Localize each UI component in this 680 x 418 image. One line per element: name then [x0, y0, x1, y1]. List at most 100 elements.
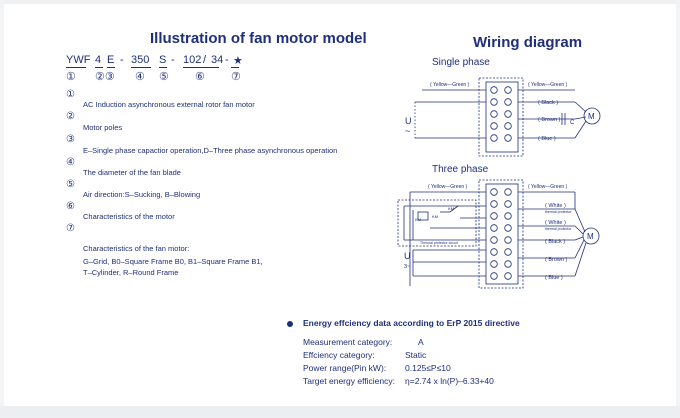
item-description-line: G–Grid, B0–Square Frame B0, B1–Square Fr…	[83, 257, 263, 266]
km-label: KM	[415, 217, 421, 222]
terminal-screw	[504, 272, 512, 280]
code-number: ②③	[95, 71, 115, 83]
terminal-screw	[504, 188, 512, 196]
single-ac-tilde: ~	[405, 126, 410, 136]
single-brown-wire-label: ( Brown )	[538, 117, 560, 123]
three-white-wire-note: thermal protector	[545, 227, 572, 231]
three-white-wire-note: thermal protector	[545, 210, 572, 214]
terminal-screw	[504, 200, 512, 208]
wiring-diagram-title: Wiring diagram	[473, 34, 583, 51]
terminal-screw	[504, 134, 512, 142]
code-underline	[95, 67, 103, 68]
code-underline	[159, 67, 167, 68]
code-part: 102	[183, 54, 202, 66]
three-phase-motor-icon	[582, 227, 600, 245]
page-edge-left	[0, 0, 4, 418]
erp-label: Measurement category:	[303, 337, 393, 347]
page-edge-right	[676, 0, 680, 418]
code-underline	[107, 67, 115, 68]
item-description: Characteristics of the motor	[83, 212, 175, 221]
terminal-screw	[490, 188, 498, 196]
terminal-screw	[490, 86, 498, 94]
terminal-screw	[490, 200, 498, 208]
contactor-coil	[417, 211, 429, 221]
code-part: ★	[233, 55, 243, 67]
code-part: YWF	[66, 54, 91, 66]
terminal-screw	[504, 212, 512, 220]
three-black-wire-label: ( Black )	[545, 239, 565, 245]
item-number: ①	[66, 89, 75, 100]
terminal-screw	[490, 236, 498, 244]
code-underline	[183, 67, 219, 68]
code-number: ④	[135, 71, 145, 83]
item-number: ②	[66, 111, 75, 122]
terminal-screw	[504, 110, 512, 118]
three-blue-wire-label: ( Blue )	[545, 275, 563, 281]
code-number: ①	[66, 71, 76, 83]
single-motor-label: M	[588, 112, 595, 121]
code-part: 4	[95, 54, 102, 66]
model-illustration-title: Illustration of fan motor model	[150, 30, 367, 47]
three-phase-terminal-block	[485, 183, 519, 285]
erp-value: η=2.74 x ln(P)–6.33+40	[405, 376, 494, 386]
motor-lead	[574, 225, 584, 235]
code-part: S	[159, 54, 167, 66]
terminal-screw	[490, 272, 498, 280]
code-underline	[66, 67, 86, 68]
erp-value: Static	[405, 350, 427, 360]
terminal-screw	[504, 224, 512, 232]
contactor-contact	[449, 205, 459, 213]
terminal-screw	[490, 134, 498, 142]
item-description: E–Single phase capactior operation,D–Thr…	[83, 146, 338, 155]
item-number: ⑥	[66, 201, 75, 212]
terminal-screw	[504, 260, 512, 268]
code-part: -	[225, 54, 229, 66]
three-motor-label: M	[587, 232, 594, 241]
thermal-circuit-note: Thermal protector circuit	[420, 241, 458, 245]
single-phase-motor-icon	[583, 107, 601, 125]
item-number: ⑦	[66, 223, 75, 234]
bullet-icon	[287, 321, 293, 327]
item-description: The diameter of the fan blade	[83, 168, 181, 177]
code-part: /	[203, 54, 207, 66]
three-right-yellow-green-label: ( Yellow—Green )	[528, 184, 568, 190]
single-left-yellow-green-label: ( Yellow—Green )	[430, 82, 470, 88]
single-u-label: U	[405, 116, 412, 126]
terminal-screw	[504, 248, 512, 256]
terminal-screw	[490, 122, 498, 130]
terminal-screw	[504, 86, 512, 94]
three-brown-wire-label: ( Brown )	[545, 257, 567, 263]
three-phase-terminal-outline	[478, 179, 524, 289]
code-underline	[131, 67, 151, 68]
code-underline	[231, 67, 239, 68]
terminal-screw	[504, 122, 512, 130]
three-phase-label: Three phase	[432, 164, 489, 175]
single-right-yellow-green-label: ( Yellow—Green )	[528, 82, 568, 88]
item-number: ③	[66, 134, 75, 145]
three-left-yellow-green-label: ( Yellow—Green )	[428, 184, 468, 190]
three-ac-label: 3~	[404, 264, 410, 270]
single-blue-wire-label: ( Blue )	[538, 136, 556, 142]
single-phase-terminal-block	[485, 81, 519, 153]
motor-lead	[574, 239, 585, 259]
erp-value: 0.125≤P≤10	[405, 363, 451, 373]
code-part: -	[171, 54, 175, 66]
terminal-screw	[490, 260, 498, 268]
item-number: ⑤	[66, 179, 75, 190]
motor-lead	[574, 236, 584, 241]
erp-label: Target energy efficiency:	[303, 376, 395, 386]
item-description-line: T–Cylinder, R–Round Frame	[83, 268, 179, 277]
erp-label: Effciency category:	[303, 350, 375, 360]
erp-value: A	[418, 337, 424, 347]
terminal-screw	[490, 224, 498, 232]
erp-label: Power range(Pin kW):	[303, 363, 387, 373]
thermal-protector-circuit-box	[397, 199, 477, 247]
item-description: Motor poles	[83, 123, 123, 132]
code-part: 34	[211, 54, 224, 66]
motor-lead	[574, 208, 586, 233]
code-part: E	[107, 54, 115, 66]
page-edge-top	[0, 0, 680, 4]
terminal-screw	[490, 98, 498, 106]
code-number: ⑦	[231, 71, 241, 83]
three-white-wire-label: ( White )	[545, 203, 566, 209]
